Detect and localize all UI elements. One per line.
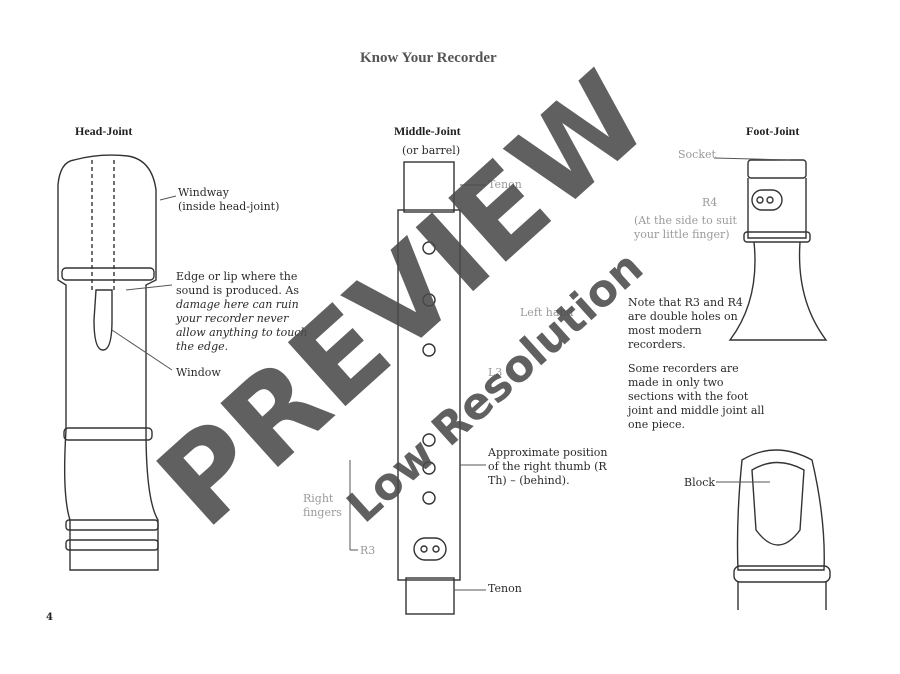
right-fingers-label-line1: Right (303, 492, 334, 505)
note2-line1: Some recorders are (628, 362, 739, 375)
edge-label-line6: the edge. (176, 340, 229, 353)
right-thumb-label-line3: Th) – (behind). (488, 474, 570, 487)
right-thumb-label-line1: Approximate position (488, 446, 608, 459)
note1-line4: recorders. (628, 338, 686, 351)
note2-line3: sections with the foot (628, 390, 749, 403)
right-thumb-label-line2: of the right thumb (R (488, 460, 607, 473)
block-label: Block (684, 476, 716, 489)
head-joint-heading: Head-Joint (75, 124, 133, 138)
left-hand-label: Left hand (520, 306, 574, 319)
foot-joint-heading: Foot-Joint (746, 124, 800, 138)
edge-label-line2: sound is produced. As (176, 284, 299, 297)
middle-joint-drawing (397, 161, 461, 615)
r4-label: R4 (702, 196, 718, 209)
tenon-bottom-label: Tenon (488, 582, 522, 595)
windway-label-line1: Windway (178, 186, 229, 199)
middle-joint-subheading: (or barrel) (402, 144, 461, 157)
note1-line1: Note that R3 and R4 (628, 296, 743, 309)
middle-joint-heading: Middle-Joint (394, 124, 461, 138)
head-joint-drawing (57, 154, 159, 571)
edge-label-line5: allow anything to touch (176, 326, 308, 339)
note1-line3: most modern (628, 324, 702, 337)
window-label: Window (176, 366, 221, 379)
l3-label: L3 (488, 366, 503, 379)
note2-line4: joint and middle joint all (628, 404, 765, 417)
r3-label: R3 (360, 544, 376, 557)
foot-joint-drawing (728, 159, 831, 610)
edge-label-line3: damage here can ruin (176, 298, 299, 311)
windway-label-line2: (inside head-joint) (178, 200, 280, 213)
note2-line2: made in only two (628, 376, 724, 389)
page-number: 4 (46, 612, 53, 623)
tenon-top-label: Tenon (488, 178, 522, 191)
edge-label-line4: your recorder never (176, 312, 289, 325)
edge-label-line1: Edge or lip where the (176, 270, 298, 283)
r4-note-line2: your little finger) (634, 228, 730, 241)
right-fingers-label-line2: fingers (303, 506, 342, 519)
note2-line5: one piece. (628, 418, 685, 431)
r4-note-line1: (At the side to suit (634, 214, 737, 227)
page-title: Know Your Recorder (360, 50, 497, 66)
note1-line2: are double holes on (628, 310, 738, 323)
socket-label: Socket (678, 148, 716, 161)
